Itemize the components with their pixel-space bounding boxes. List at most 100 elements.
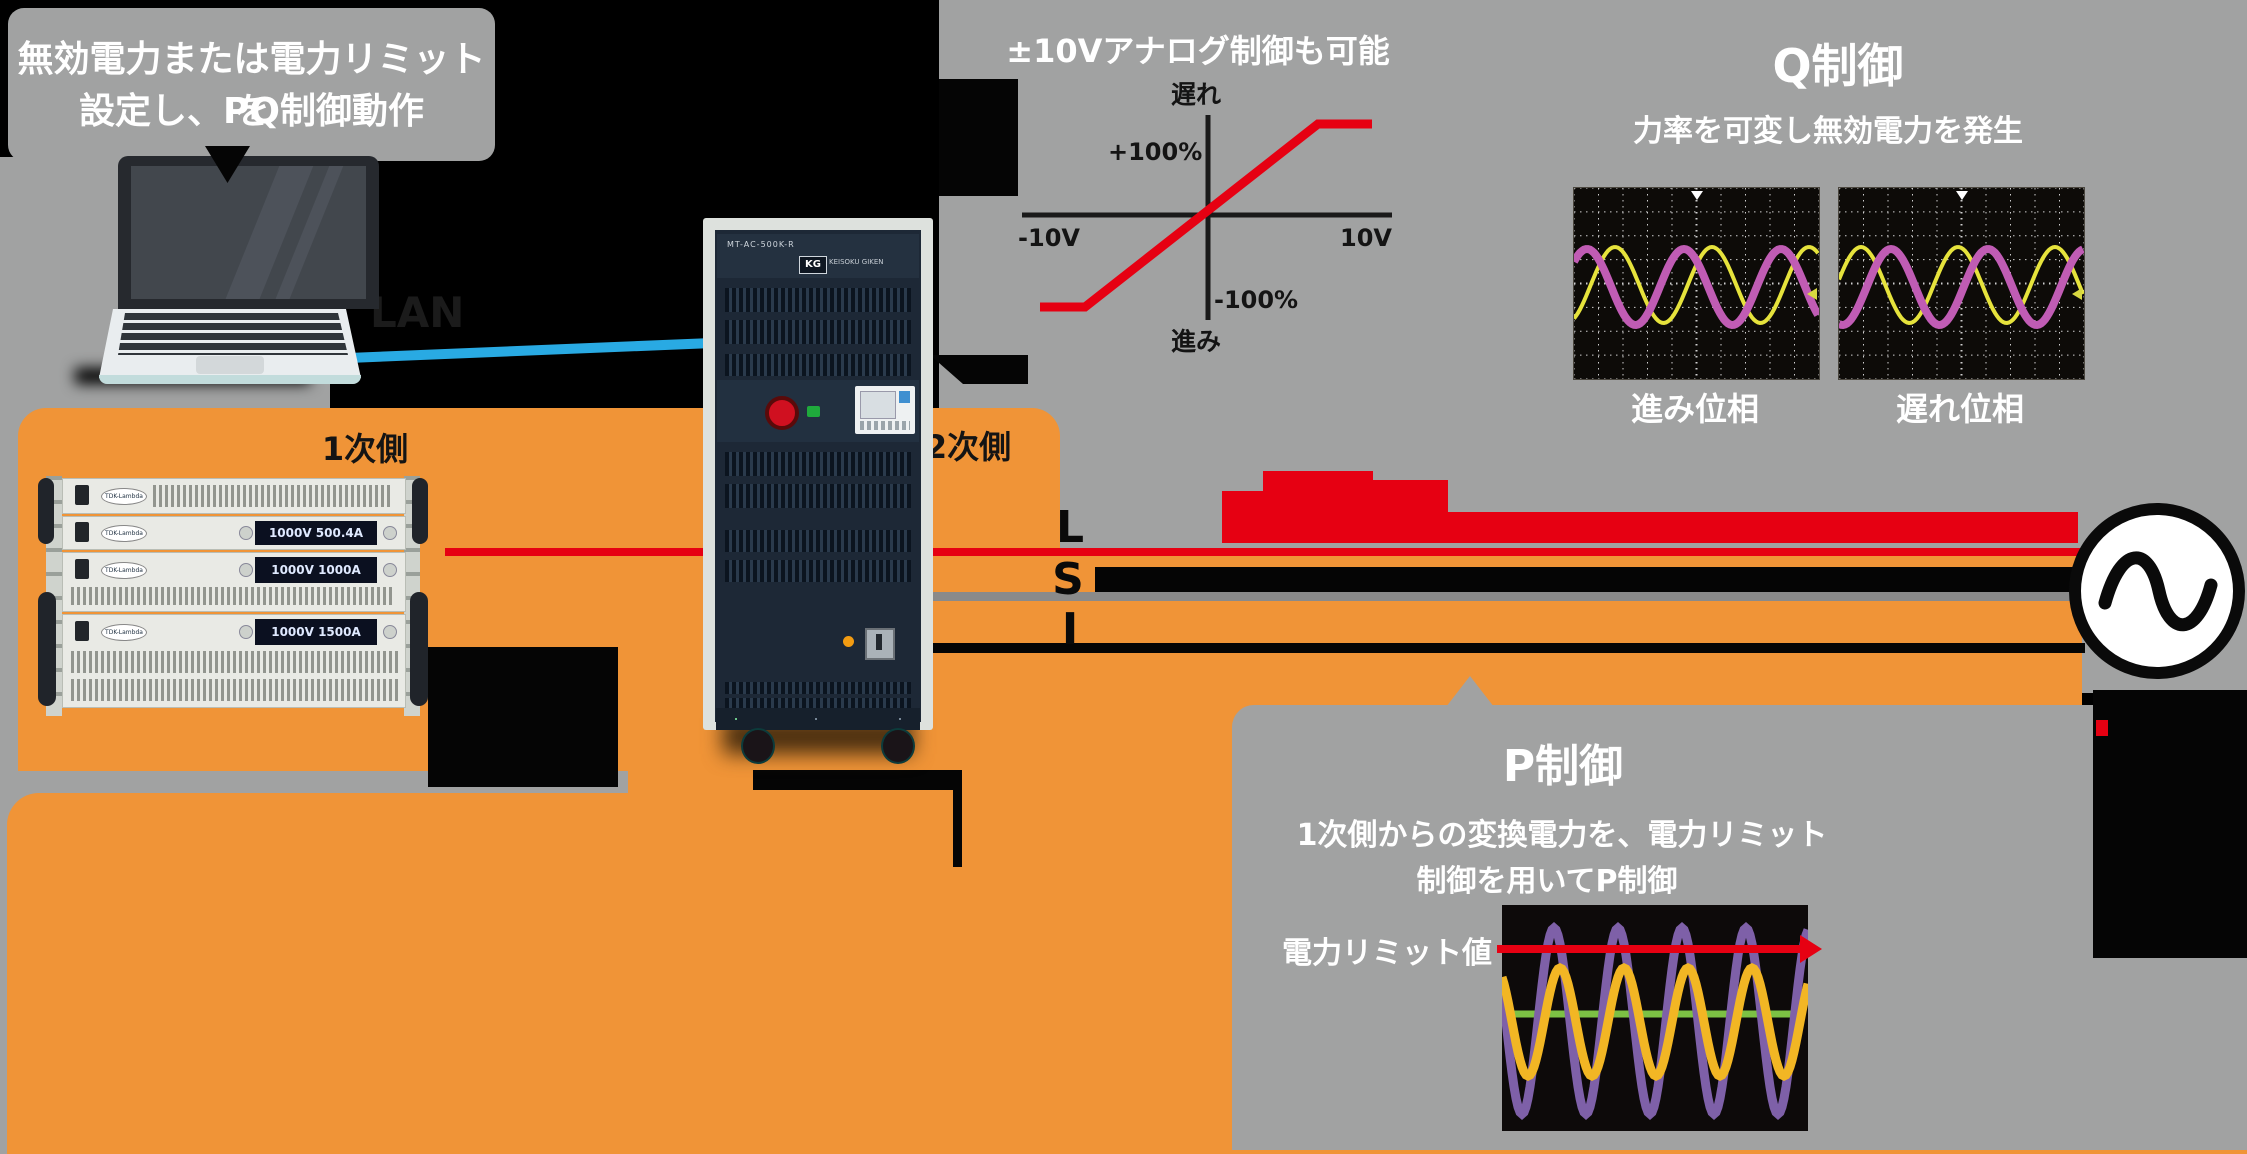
psu-unit-3: TDK-Lambda 1000V 1000A — [62, 552, 406, 612]
rack-vent — [725, 354, 911, 376]
caster-wheel — [881, 728, 915, 764]
psu-vent — [153, 485, 393, 507]
brand-oval: TDK-Lambda — [101, 562, 147, 579]
rack-handle — [410, 592, 428, 706]
p-control-title: P制御 — [1502, 741, 1624, 792]
secondary-side-label: 2次側 — [924, 428, 1012, 466]
analog-chart — [1022, 115, 1392, 320]
converter-rack: MT-AC-500K-R KG KEISOKU GIKEN — [703, 218, 933, 764]
caster-wheel — [741, 728, 775, 764]
power-limit-label: 電力リミット値 — [1282, 936, 1492, 971]
rack-handle — [38, 592, 56, 706]
pq-callout-line1: 無効電力または電力リミットを — [17, 39, 486, 132]
breaker-switch — [865, 628, 895, 660]
red-stepped-bar — [1222, 471, 2078, 543]
wire-red — [445, 548, 2090, 556]
p-control-desc1: 1次側からの変換電力を、電力リミット — [1296, 818, 1828, 853]
analog-plus100-label: +100% — [1108, 138, 1203, 166]
laptop-screen — [131, 166, 366, 299]
psu-vent — [71, 679, 401, 701]
psu-unit-1: TDK-Lambda — [62, 478, 406, 514]
q-scope-lagging — [1838, 187, 2085, 380]
psu-unit-2: TDK-Lambda 1000V 500.4A — [62, 516, 406, 550]
rack-control-unit — [717, 380, 919, 442]
psu-vent — [71, 651, 401, 673]
rack-vent — [725, 560, 911, 582]
knob — [239, 563, 253, 577]
rack-interior: MT-AC-500K-R KG KEISOKU GIKEN — [715, 230, 921, 722]
rack-side-band — [930, 355, 1028, 384]
psu-cable-block — [428, 647, 618, 787]
q-scope-leading — [1573, 187, 1820, 380]
primary-side-label: 1次側 — [321, 430, 409, 468]
psu-stack: TDK-Lambda TDK-Lambda 1000V 500.4A TDK-L… — [38, 470, 428, 722]
analog-chart-title: ±10Vアナログ制御も可能 — [1006, 32, 1390, 70]
rack-logo-unit: MT-AC-500K-R KG KEISOKU GIKEN — [717, 234, 919, 278]
laptop — [60, 130, 380, 400]
psu-display: 1000V 1500A — [255, 619, 377, 645]
q-leading-caption: 進み位相 — [1630, 390, 1759, 428]
laptop-lid — [118, 156, 379, 309]
power-switch — [75, 522, 89, 542]
ac-grid-source-icon — [2069, 503, 2245, 679]
rack-vent — [725, 320, 911, 344]
breaker-toggle — [876, 634, 882, 650]
rack-handle — [38, 478, 54, 544]
power-limit-arrow-shaft — [1497, 945, 1800, 953]
hidden-label-block — [939, 79, 1018, 196]
q-scope-markers — [1956, 191, 2082, 300]
pq-callout-line2: 設定し、PQ制御動作 — [79, 91, 424, 132]
amber-led — [843, 636, 854, 647]
display-keys — [860, 421, 910, 430]
q-control-title: Q制御 — [1772, 39, 1904, 93]
analog-minus100-label: -100% — [1214, 286, 1299, 314]
emergency-stop-button — [765, 396, 799, 430]
rack-model-label: MT-AC-500K-R — [727, 240, 795, 249]
rack-cable-hbar — [753, 770, 962, 790]
laptop-keyboard — [118, 313, 348, 355]
display-screen — [860, 391, 896, 419]
power-switch — [75, 621, 89, 641]
rack-vent — [725, 530, 911, 552]
kg-logo: KG — [799, 256, 827, 274]
knob — [383, 625, 397, 639]
q-scope-markers — [1691, 191, 1817, 300]
p-scope-image — [1502, 905, 1808, 1131]
brand-oval: TDK-Lambda — [101, 525, 147, 542]
rack-display-panel — [855, 386, 915, 434]
q-scope-lagging-waves — [1839, 188, 2084, 379]
green-indicator — [807, 406, 820, 417]
rack-plinth — [716, 708, 920, 730]
pq-callout-box — [8, 8, 495, 161]
knob — [239, 526, 253, 540]
psu-display: 1000V 1000A — [255, 557, 377, 583]
rack-vent — [725, 452, 911, 476]
psu-vent — [71, 587, 393, 605]
laptop-bottom-lip — [99, 375, 361, 384]
analog-plus10v-label: 10V — [1340, 224, 1392, 252]
transfer-curve — [1040, 119, 1372, 312]
wire-black-thin — [900, 643, 2085, 653]
brand-oval: TDK-Lambda — [101, 624, 147, 641]
rack-vent — [725, 698, 911, 710]
q-scope-leading-waves — [1574, 188, 1819, 379]
psu-unit-4: TDK-Lambda 1000V 1500A — [62, 614, 406, 708]
rack-vent — [725, 288, 911, 312]
psu-display: 1000V 500.4A — [255, 521, 377, 545]
wire-label-middle: S — [1052, 554, 1084, 605]
wire-gray — [900, 592, 2085, 601]
lan-label: LAN — [370, 288, 465, 337]
knob — [383, 526, 397, 540]
wire-label-bottom: I — [1061, 604, 1079, 655]
grid-pedestal-block — [2093, 690, 2247, 958]
rack-vent — [725, 484, 911, 508]
brand-oval: TDK-Lambda — [101, 488, 147, 505]
rack-breaker-unit — [717, 606, 919, 676]
analog-lead-label: 進み — [1170, 327, 1221, 356]
rack-vent — [725, 682, 911, 694]
p-scope-waves — [1502, 921, 1808, 1121]
left-edge-sliver — [0, 793, 7, 1154]
analog-minus10v-label: -10V — [1018, 224, 1080, 252]
power-switch — [75, 559, 89, 579]
